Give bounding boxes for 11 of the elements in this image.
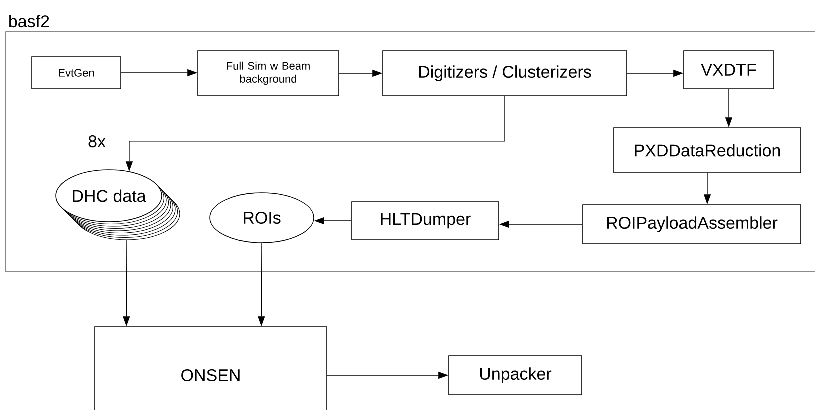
process-box: Unpacker bbox=[448, 356, 582, 396]
stacked-ellipses: DHC data bbox=[56, 170, 180, 240]
process-box: PXDDataReduction bbox=[614, 128, 802, 174]
process-box: ONSEN bbox=[94, 326, 328, 410]
process-box: ROIPayloadAssembler bbox=[582, 204, 802, 244]
process-box: Digitizers / Clusterizers bbox=[382, 50, 628, 96]
process-box: EvtGen bbox=[32, 56, 122, 90]
process-box: Full Sim w Beam background bbox=[198, 50, 340, 96]
multiplicity-label: 8x bbox=[88, 136, 106, 148]
process-box: HLTDumper bbox=[352, 202, 500, 240]
process-box: VXDTF bbox=[684, 50, 774, 90]
